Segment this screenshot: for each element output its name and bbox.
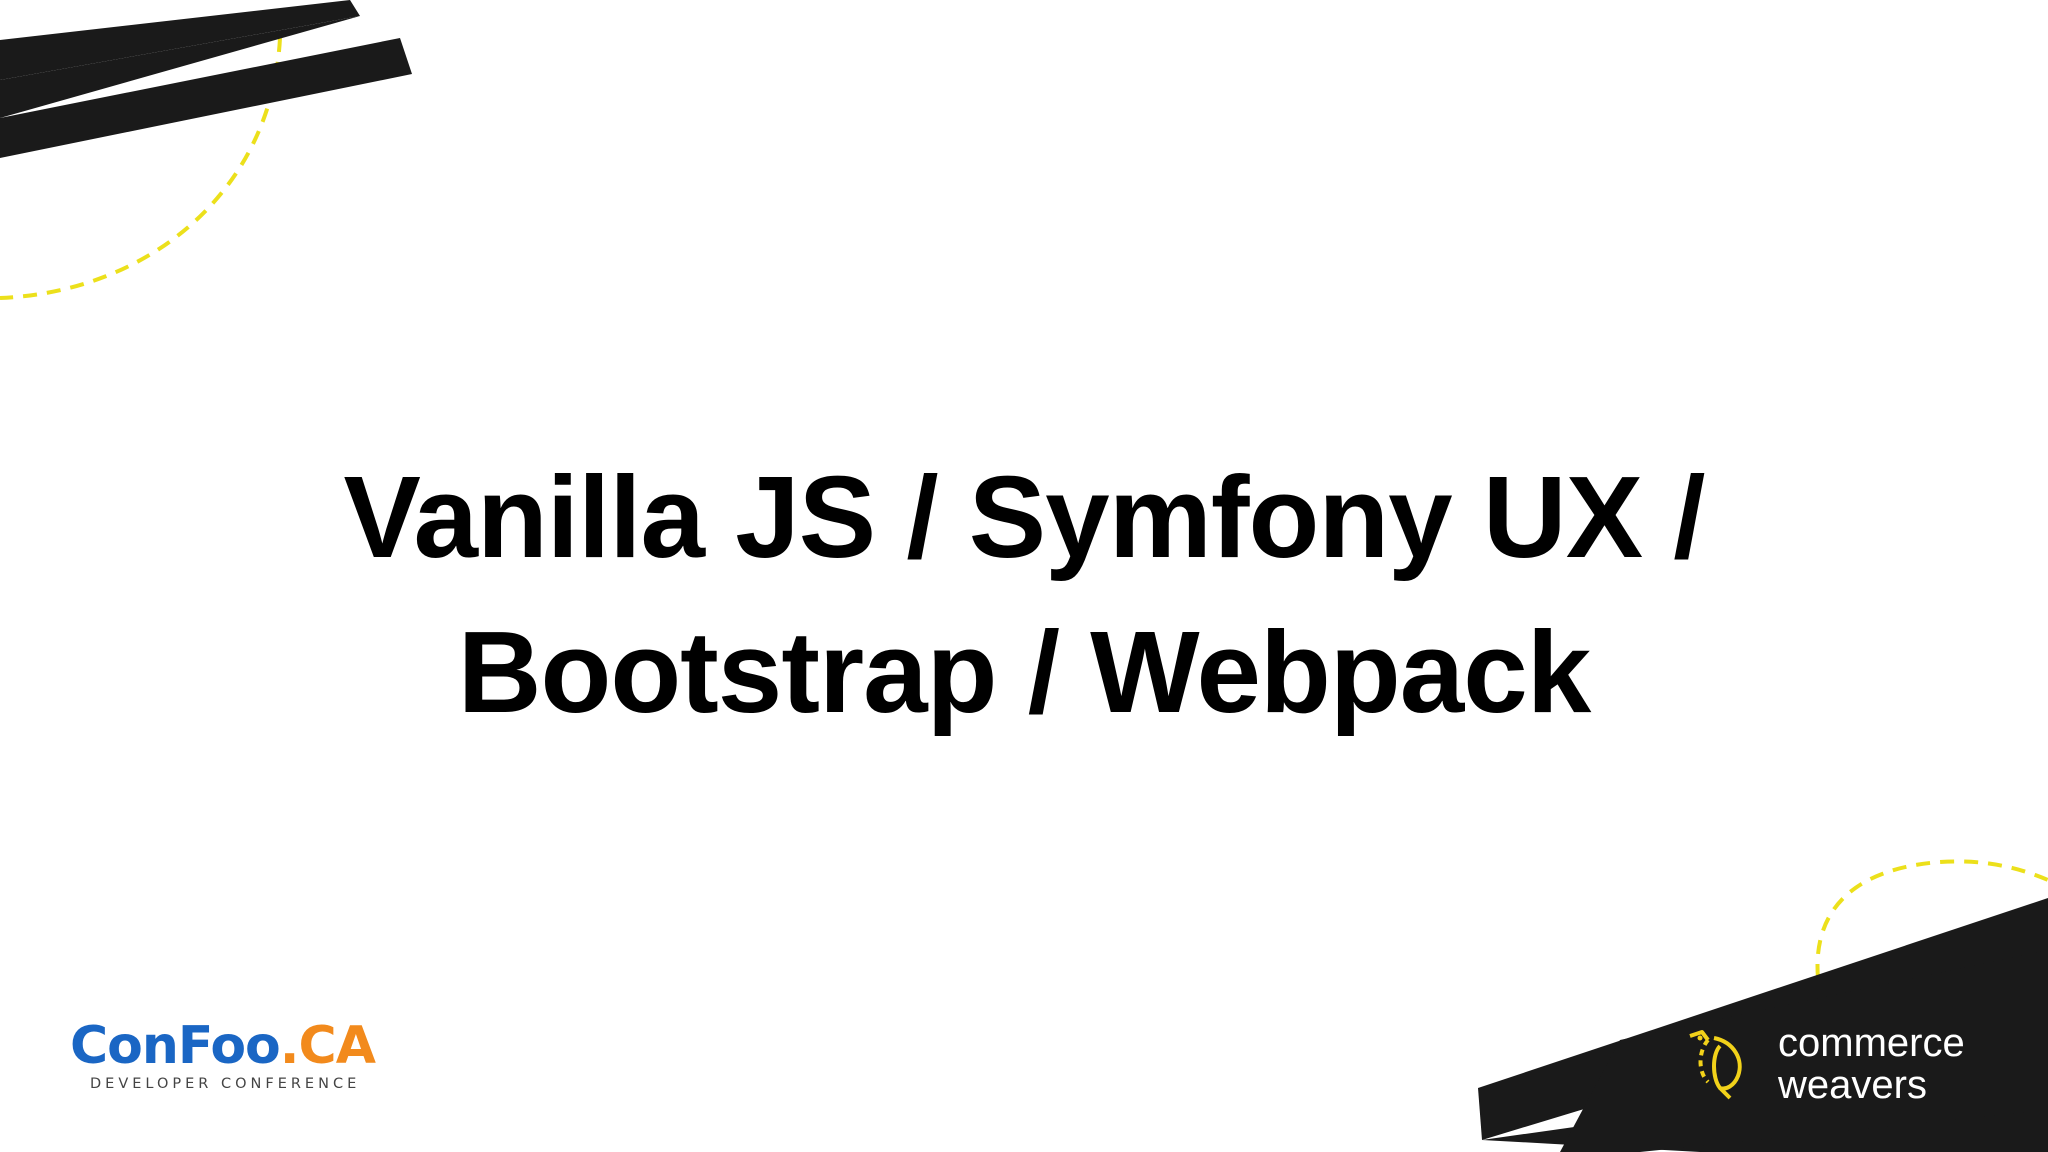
slide-title-line-1: Vanilla JS / Symfony UX / bbox=[343, 452, 1705, 582]
slide-title: Vanilla JS / Symfony UX / Bootstrap / We… bbox=[0, 440, 2048, 750]
bottom-right-dashed-arc bbox=[1815, 859, 2048, 979]
commerce-weavers-wordmark: commerce weavers bbox=[1778, 1022, 1965, 1106]
top-left-stripe-upper bbox=[0, 0, 360, 80]
commerce-weavers-line-1: commerce bbox=[1778, 1021, 1965, 1065]
confoo-subtitle: DEVELOPER CONFERENCE bbox=[90, 1076, 361, 1092]
commerce-weavers-bird-icon bbox=[1689, 1030, 1742, 1100]
confoo-logo: ConFoo.CA DEVELOPER CONFERENCE bbox=[70, 1018, 380, 1092]
confoo-wordmark: ConFoo.CA bbox=[70, 1016, 376, 1076]
top-left-stripe-lower bbox=[0, 38, 412, 158]
commerce-weavers-line-2: weavers bbox=[1778, 1063, 1927, 1107]
bottom-right-stripe-fill bbox=[1560, 950, 2048, 1152]
top-left-stripe-joint bbox=[0, 16, 360, 118]
slide-title-line-2: Bootstrap / Webpack bbox=[457, 607, 1592, 737]
